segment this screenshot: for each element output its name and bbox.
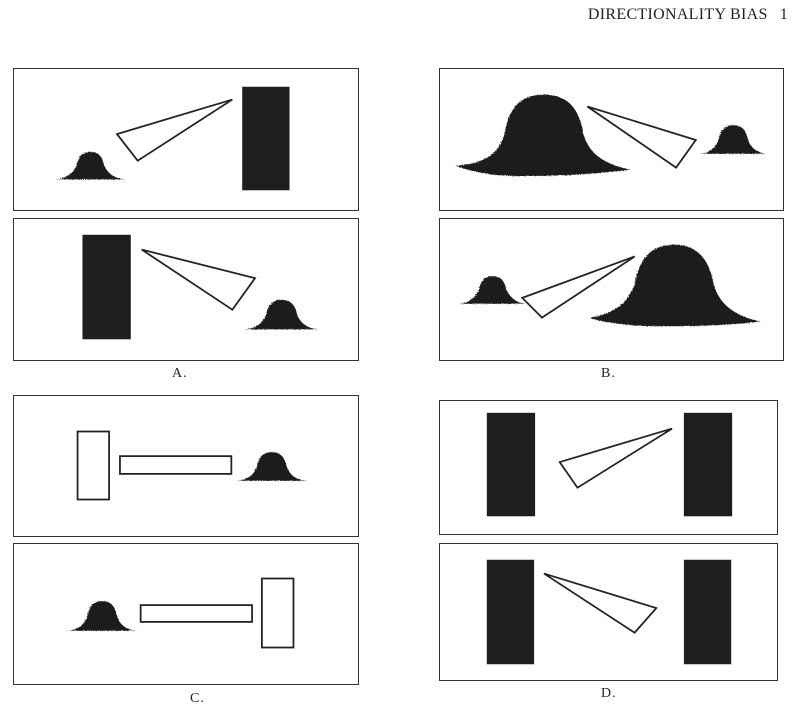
panel-d-bottom-drawing bbox=[486, 559, 732, 665]
figure-label-b: B. bbox=[601, 366, 616, 381]
horizontal-rectangle-outline bbox=[139, 604, 253, 623]
figure-label-c: C. bbox=[190, 691, 205, 706]
triangle-outline bbox=[586, 105, 698, 169]
panel-b-bottom-drawing bbox=[459, 244, 761, 327]
mound-small bbox=[459, 276, 527, 304]
mound-large bbox=[589, 244, 761, 327]
panel-a-bottom bbox=[13, 218, 359, 361]
panel-d-top-drawing bbox=[486, 412, 733, 517]
panel-c-top bbox=[13, 395, 359, 537]
vertical-rectangle-outline bbox=[261, 577, 295, 649]
black-block-left bbox=[486, 559, 535, 665]
figure-label-d: D. bbox=[601, 686, 617, 701]
panel-a-bottom-drawing bbox=[82, 234, 320, 340]
running-title: DIRECTIONALITY BIAS bbox=[587, 6, 768, 23]
running-header: DIRECTIONALITY BIAS 1 bbox=[588, 6, 788, 24]
mound-large bbox=[455, 94, 631, 177]
mound-small bbox=[244, 299, 320, 330]
panel-c-top-drawing bbox=[76, 430, 308, 501]
mound-small bbox=[236, 452, 308, 481]
black-block-left bbox=[486, 412, 536, 517]
panel-b-bottom bbox=[439, 218, 784, 361]
horizontal-rectangle-outline bbox=[119, 455, 233, 475]
panel-d-top bbox=[439, 400, 778, 535]
vertical-rectangle-outline bbox=[76, 430, 110, 501]
mound-small bbox=[66, 601, 138, 631]
panel-c-bottom-drawing bbox=[66, 577, 295, 649]
black-block-right bbox=[683, 559, 732, 665]
triangle-outline bbox=[558, 427, 673, 489]
black-block bbox=[242, 86, 290, 191]
triangle-outline bbox=[543, 572, 658, 634]
triangle-outline bbox=[141, 248, 257, 311]
panel-b-top-drawing bbox=[455, 94, 767, 177]
black-block bbox=[82, 234, 131, 340]
figure-label-a: A. bbox=[172, 366, 188, 381]
triangle-outline bbox=[115, 98, 233, 162]
panel-b-top bbox=[439, 68, 784, 211]
panel-a-top-drawing bbox=[54, 86, 290, 191]
black-block-right bbox=[683, 412, 733, 517]
panel-a-top bbox=[13, 68, 359, 211]
triangle-outline bbox=[520, 255, 636, 319]
mound-small bbox=[699, 125, 767, 154]
mound-small bbox=[54, 151, 126, 180]
panel-c-bottom bbox=[13, 543, 359, 685]
panel-d-bottom bbox=[439, 543, 778, 681]
page-number: 1 bbox=[779, 6, 788, 23]
